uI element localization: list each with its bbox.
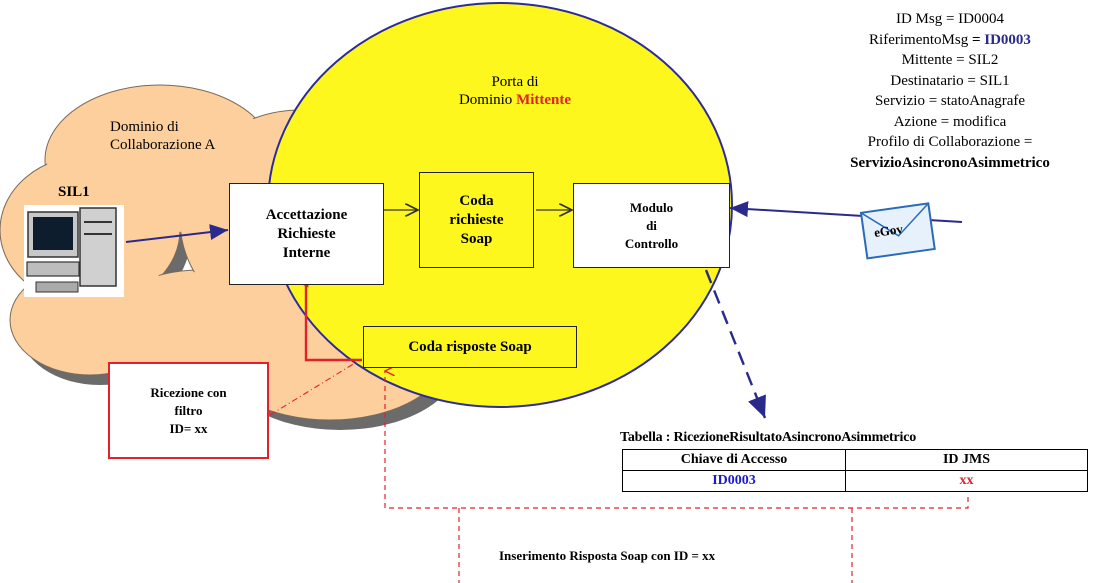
domain-label: Dominio di Collaborazione A — [110, 119, 216, 153]
egov-envelope-icon — [859, 202, 936, 260]
table-cell-chiave: ID0003 — [622, 470, 846, 492]
red-arrow-risposte-to-accettazione — [289, 268, 362, 362]
sil1-label: SIL1 — [58, 184, 90, 200]
jms-table: Chiave di Accesso ID JMS ID0003 xx — [622, 449, 1088, 492]
porta-label: Porta di Dominio Mittente — [458, 74, 572, 108]
ricezione-filtro-box: Ricezione con filtro ID= xx — [108, 362, 269, 459]
red-dashdot-ricezione-to-coda — [269, 362, 356, 416]
accettazione-box: Accettazione Richieste Interne — [229, 183, 384, 285]
coda-richieste-box: Coda richieste Soap — [419, 172, 534, 268]
coda-risposte-box: Coda risposte Soap — [363, 326, 577, 368]
table-title: Tabella : RicezioneRisultatoAsincronoAsi… — [620, 430, 917, 445]
inserimento-label: Inserimento Risposta Soap con ID = xx — [499, 548, 716, 563]
table-header-chiave: Chiave di Accesso — [622, 449, 846, 471]
message-info: ID Msg = ID0004 RiferimentoMsg = ID0003 … — [850, 11, 1050, 171]
modulo-controllo-box: Modulo di Controllo — [573, 183, 730, 268]
table-header-idjms: ID JMS — [845, 449, 1088, 471]
arrow-sil1-to-accettazione — [125, 224, 229, 243]
arrow-modulo-to-table — [704, 269, 767, 419]
table-cell-idjms: xx — [845, 470, 1088, 492]
computer-icon — [24, 205, 124, 297]
